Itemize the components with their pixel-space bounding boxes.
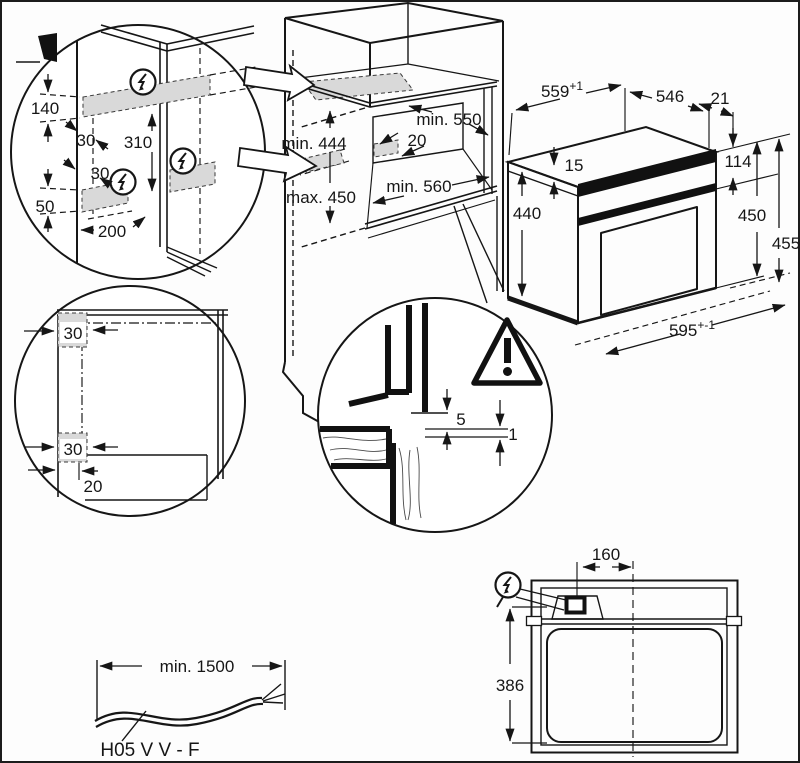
upper-shelf-connection-zone	[302, 72, 414, 101]
electrical-zones-detail-circle: 140 30 310 30 50 200	[10, 24, 266, 280]
dim-niche-max-height: max. 450	[286, 188, 356, 207]
top-view-drawing: 160 386	[494, 545, 743, 757]
dim-30-bottom: 30	[91, 164, 110, 183]
oven-cavity-outline	[546, 628, 723, 743]
dim-panel-height: 114	[724, 152, 751, 171]
oven-dimensions: 559+1 546 21 114 15 440 450 455 595+-1	[513, 79, 800, 356]
dim-panel-offset: 21	[711, 89, 730, 108]
control-panel-divider	[578, 183, 716, 226]
cable-label-leader	[121, 710, 147, 742]
dim-front-width: 595+-1	[669, 318, 715, 340]
dim-outlet-offset: 160	[592, 545, 620, 564]
dim-140: 140	[31, 99, 59, 118]
callout-line-to-gap-detail	[453, 205, 488, 304]
gap-detail-circle: 5 1	[317, 297, 553, 533]
oven-top-edge-band	[578, 149, 716, 197]
dim-200: 200	[98, 222, 126, 241]
callout-arrow-upper	[243, 63, 316, 102]
dim-30-top: 30	[77, 131, 96, 150]
dim-top-min-depth: min. 550	[416, 110, 481, 129]
dim-niche-min-height: min. 444	[281, 134, 346, 153]
callout-arrow-lower	[237, 145, 318, 183]
mains-cable-drawing: min. 1500 H05 V V - F	[94, 657, 286, 761]
dim-zone-size: 20	[408, 131, 427, 150]
cabinet-drawing: min. 444 max. 450 min. 550 20 min. 560	[281, 1, 505, 430]
dim-corner-20: 20	[84, 477, 103, 496]
cable-curve	[94, 696, 263, 722]
left-mounting-tab	[525, 615, 543, 627]
connection-box	[564, 595, 587, 615]
dim-oven-depth: 546	[656, 87, 684, 106]
corner-detail-circle: 30 30 20	[14, 285, 246, 517]
dim-top-view-depth: 386	[496, 676, 524, 695]
oven-door-window	[600, 206, 698, 316]
cabinet-dimensions: min. 444 max. 450 min. 550 20 min. 560	[281, 104, 490, 224]
dim-corner-30-top: 30	[64, 324, 83, 343]
warning-triangle-icon	[471, 317, 543, 386]
callout-arrows	[237, 63, 318, 183]
oven-drawing: 559+1 546 21 114 15 440 450 455 595+-1	[504, 79, 800, 356]
dim-total-height: 455	[772, 234, 800, 253]
dim-niche-min-width: min. 560	[386, 177, 451, 196]
dim-corner-30-bottom: 30	[64, 440, 83, 459]
wall-section-marker	[38, 33, 57, 62]
dim-oven-width: 559+1	[541, 79, 583, 101]
dim-front-height: 450	[738, 206, 766, 225]
dim-gap-front: 1	[508, 425, 517, 444]
dim-cable-length: min. 1500	[160, 657, 235, 676]
side-detail-dimensions: 140 30 310 30 50 200	[31, 74, 157, 241]
dim-body-height: 440	[513, 204, 541, 223]
wood-grain	[322, 436, 422, 521]
dim-gap-rear: 5	[456, 410, 465, 429]
dim-top-inset: 15	[565, 156, 584, 175]
niche-back-connection-zone	[373, 139, 399, 158]
dim-50: 50	[36, 197, 55, 216]
right-mounting-tab	[725, 615, 743, 627]
dim-310: 310	[124, 133, 152, 152]
cable-type-label: H05 V V - F	[100, 740, 199, 761]
